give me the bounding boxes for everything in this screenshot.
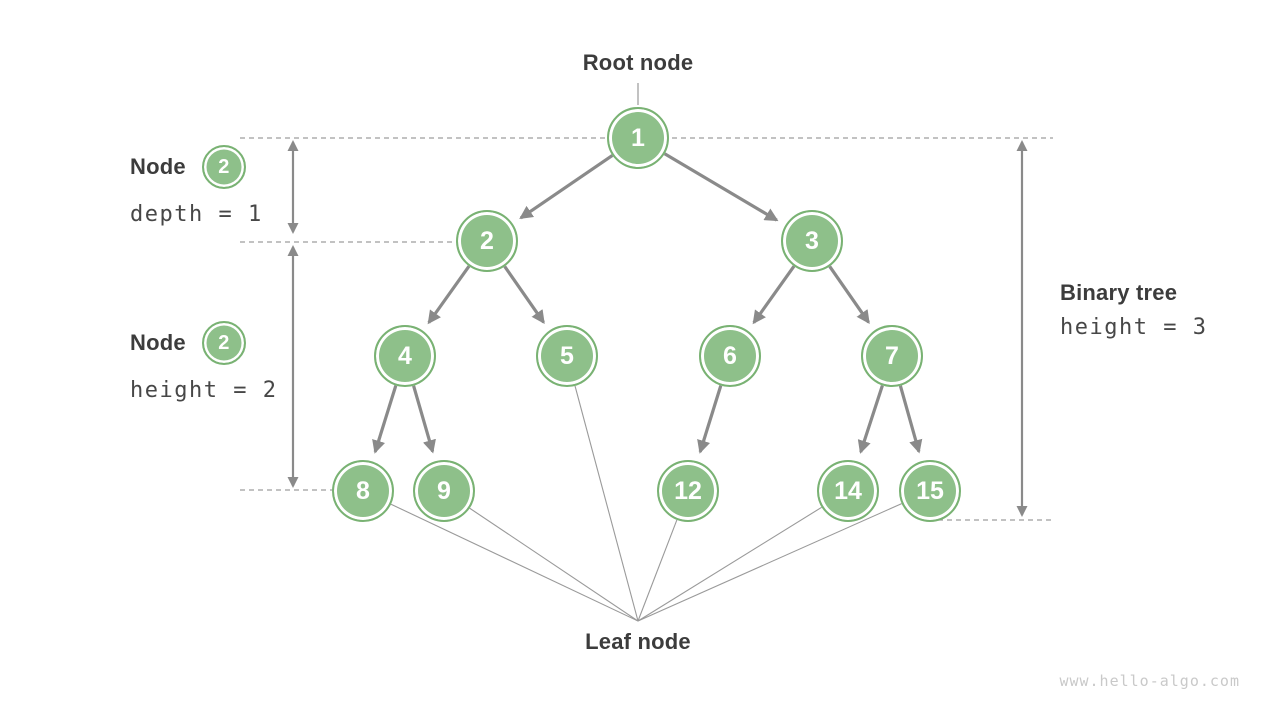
tree-node-9: 9 — [413, 460, 475, 522]
annotation-depth-node-circle: 2 — [201, 145, 246, 189]
tree-edges — [372, 152, 923, 454]
annotation-node-height: Node 2 height = 2 — [130, 321, 277, 403]
tree-node-6: 6 — [699, 325, 761, 387]
tree-node-3: 3 — [781, 210, 843, 272]
annotation-height-title: Node — [130, 330, 186, 355]
tree-node-12: 12 — [657, 460, 719, 522]
annotation-tree-height: Binary tree height = 3 — [1060, 280, 1207, 340]
tree-node-14: 14 — [817, 460, 879, 522]
annotation-depth-node-value: 2 — [218, 155, 230, 178]
annotation-tree-caption: height = 3 — [1060, 315, 1208, 340]
leaf-node-label: Leaf node — [585, 629, 691, 654]
tree-node-15: 15 — [899, 460, 961, 522]
tree-node-2: 2 — [456, 210, 518, 272]
tree-node-1: 1 — [607, 107, 669, 169]
root-node-label: Root node — [582, 50, 694, 75]
annotation-depth-title: Node — [130, 154, 186, 179]
tree-node-4: 4 — [374, 325, 436, 387]
leaf-pointer-lines — [390, 83, 902, 622]
annotation-depth: Node 2 depth = 1 — [130, 145, 263, 227]
tree-node-7: 7 — [861, 325, 923, 387]
annotation-height-caption: height = 2 — [130, 378, 278, 403]
annotation-height-node-value: 2 — [218, 331, 230, 354]
annotation-depth-caption: depth = 1 — [130, 202, 263, 227]
annotation-height-node-circle: 2 — [201, 321, 246, 365]
annotation-tree-title: Binary tree — [1060, 280, 1178, 305]
tree-node-5: 5 — [536, 325, 598, 387]
measure-arrows — [287, 140, 1028, 517]
tree-node-8: 8 — [332, 460, 394, 522]
watermark: www.hello-algo.com — [1059, 672, 1240, 690]
